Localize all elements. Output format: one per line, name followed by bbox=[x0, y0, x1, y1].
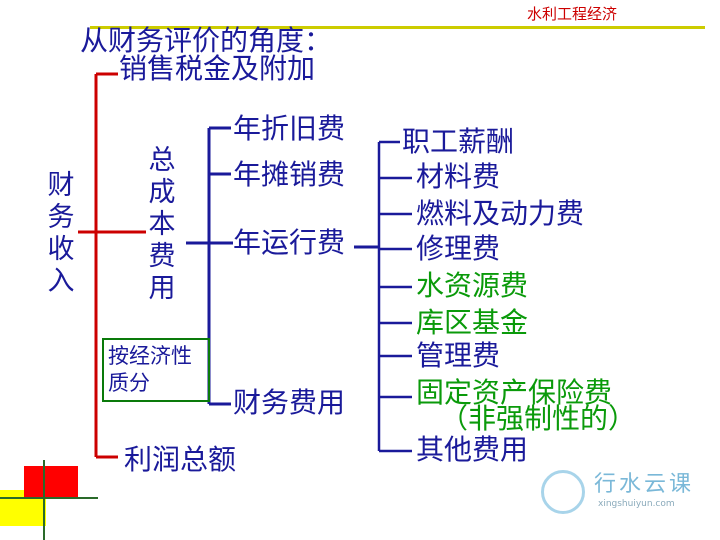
header-tag: 水利工程经济 bbox=[527, 5, 618, 23]
insurance-note: （非强制性的） bbox=[440, 402, 637, 435]
op-item-reservoir-fund: 库区基金 bbox=[416, 306, 529, 339]
node-financial-income: 财务收入 bbox=[47, 170, 75, 297]
node-total-cost: 总成本费用 bbox=[148, 145, 176, 304]
cost-item-financial: 财务费用 bbox=[233, 386, 346, 419]
op-item-fuel-power: 燃料及动力费 bbox=[416, 197, 585, 230]
op-item-wages: 职工薪酬 bbox=[402, 125, 515, 158]
logo-url: xingshuiyun.com bbox=[598, 499, 675, 509]
diagram-title: 从财务评价的角度： bbox=[80, 24, 333, 57]
node-sales-tax: 销售税金及附加 bbox=[119, 52, 316, 85]
op-item-water-resource: 水资源费 bbox=[416, 269, 529, 302]
node-total-profit: 利润总额 bbox=[124, 443, 237, 476]
logo-icon bbox=[541, 470, 585, 514]
cost-item-operating: 年运行费 bbox=[233, 226, 346, 259]
cost-item-amortization: 年摊销费 bbox=[233, 158, 346, 191]
op-item-materials: 材料费 bbox=[416, 160, 501, 193]
op-item-management: 管理费 bbox=[416, 339, 501, 372]
op-item-insurance: 固定资产保险费 bbox=[416, 376, 613, 409]
logo-name: 行水云课 bbox=[594, 472, 695, 497]
deco-square-red bbox=[24, 466, 78, 498]
classify-box: 按经济性质分 bbox=[102, 338, 210, 402]
op-item-other: 其他费用 bbox=[416, 433, 529, 466]
header-line bbox=[90, 26, 705, 29]
deco-line-v bbox=[43, 460, 45, 540]
deco-line-h bbox=[0, 497, 98, 499]
cost-item-depreciation: 年折旧费 bbox=[233, 112, 346, 145]
op-item-repair: 修理费 bbox=[416, 232, 501, 265]
